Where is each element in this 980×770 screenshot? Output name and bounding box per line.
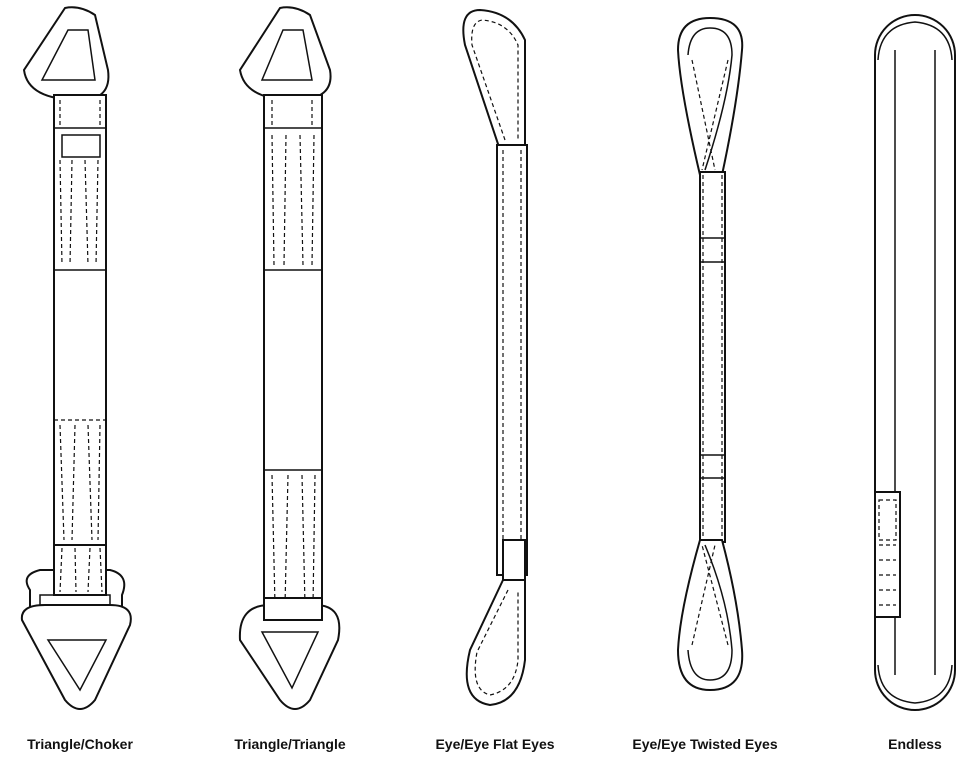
triangle-choker-sling-icon <box>20 6 132 710</box>
label-endless: Endless <box>888 736 942 752</box>
eye-eye-twisted-sling-icon <box>676 16 744 692</box>
label-eye-eye-twisted: Eye/Eye Twisted Eyes <box>632 736 778 752</box>
label-triangle-choker: Triangle/Choker <box>27 736 133 752</box>
triangle-triangle-sling-icon <box>238 6 341 710</box>
label-eye-eye-flat: Eye/Eye Flat Eyes <box>435 736 555 752</box>
label-triangle-triangle: Triangle/Triangle <box>234 736 346 752</box>
eye-eye-flat-sling-icon <box>462 8 528 707</box>
endless-sling-icon <box>874 14 956 711</box>
